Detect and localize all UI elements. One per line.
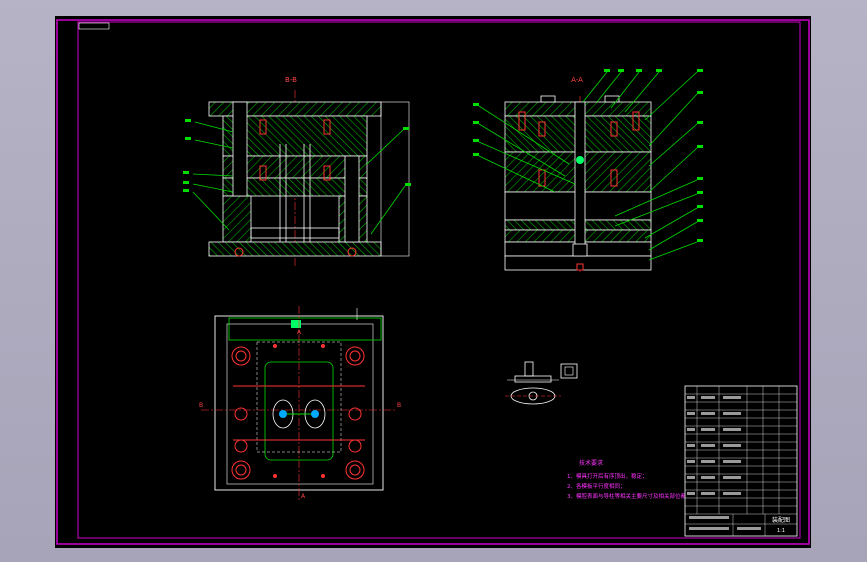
tech-req-line-2: 2、各模板平行度相同； — [567, 482, 626, 490]
drawing-title: 装配图 — [772, 516, 790, 524]
title-block: 装配图 1:1 — [684, 385, 798, 537]
tech-req-line-1: 1、模具打开后有序顶出，稳定； — [567, 472, 648, 480]
plan-mark-b-right: B — [397, 402, 401, 409]
tech-requirements: 技术要求 1、模具打开后有序顶出，稳定； 2、各模板平行度相同； 3、模腔表面与… — [567, 459, 714, 500]
section-b-b-view: B-B — [183, 76, 411, 268]
detail-parts — [505, 361, 578, 405]
drawing-scale: 1:1 — [777, 528, 785, 534]
tech-req-line-3: 3、模腔表面与导柱等相关主要尺寸及相关部位都进行调整。 — [567, 492, 714, 500]
mold-assembly-drawing: B-B — [56, 19, 810, 545]
plan-view: A B B A — [199, 306, 401, 500]
tech-req-title: 技术要求 — [579, 459, 603, 467]
cad-viewport[interactable]: B-B — [55, 16, 811, 548]
outer-frame — [56, 19, 810, 545]
section-label-b: B-B — [285, 76, 297, 84]
plan-mark-a-bottom: A — [301, 493, 306, 500]
inner-frame — [77, 21, 801, 539]
frame-corner-tab — [78, 22, 110, 30]
section-label-a: A-A — [571, 76, 583, 84]
plan-mark-a-top: A — [297, 329, 302, 336]
plan-mark-b-left: B — [199, 402, 203, 409]
section-a-a-view: A-A — [473, 69, 703, 272]
